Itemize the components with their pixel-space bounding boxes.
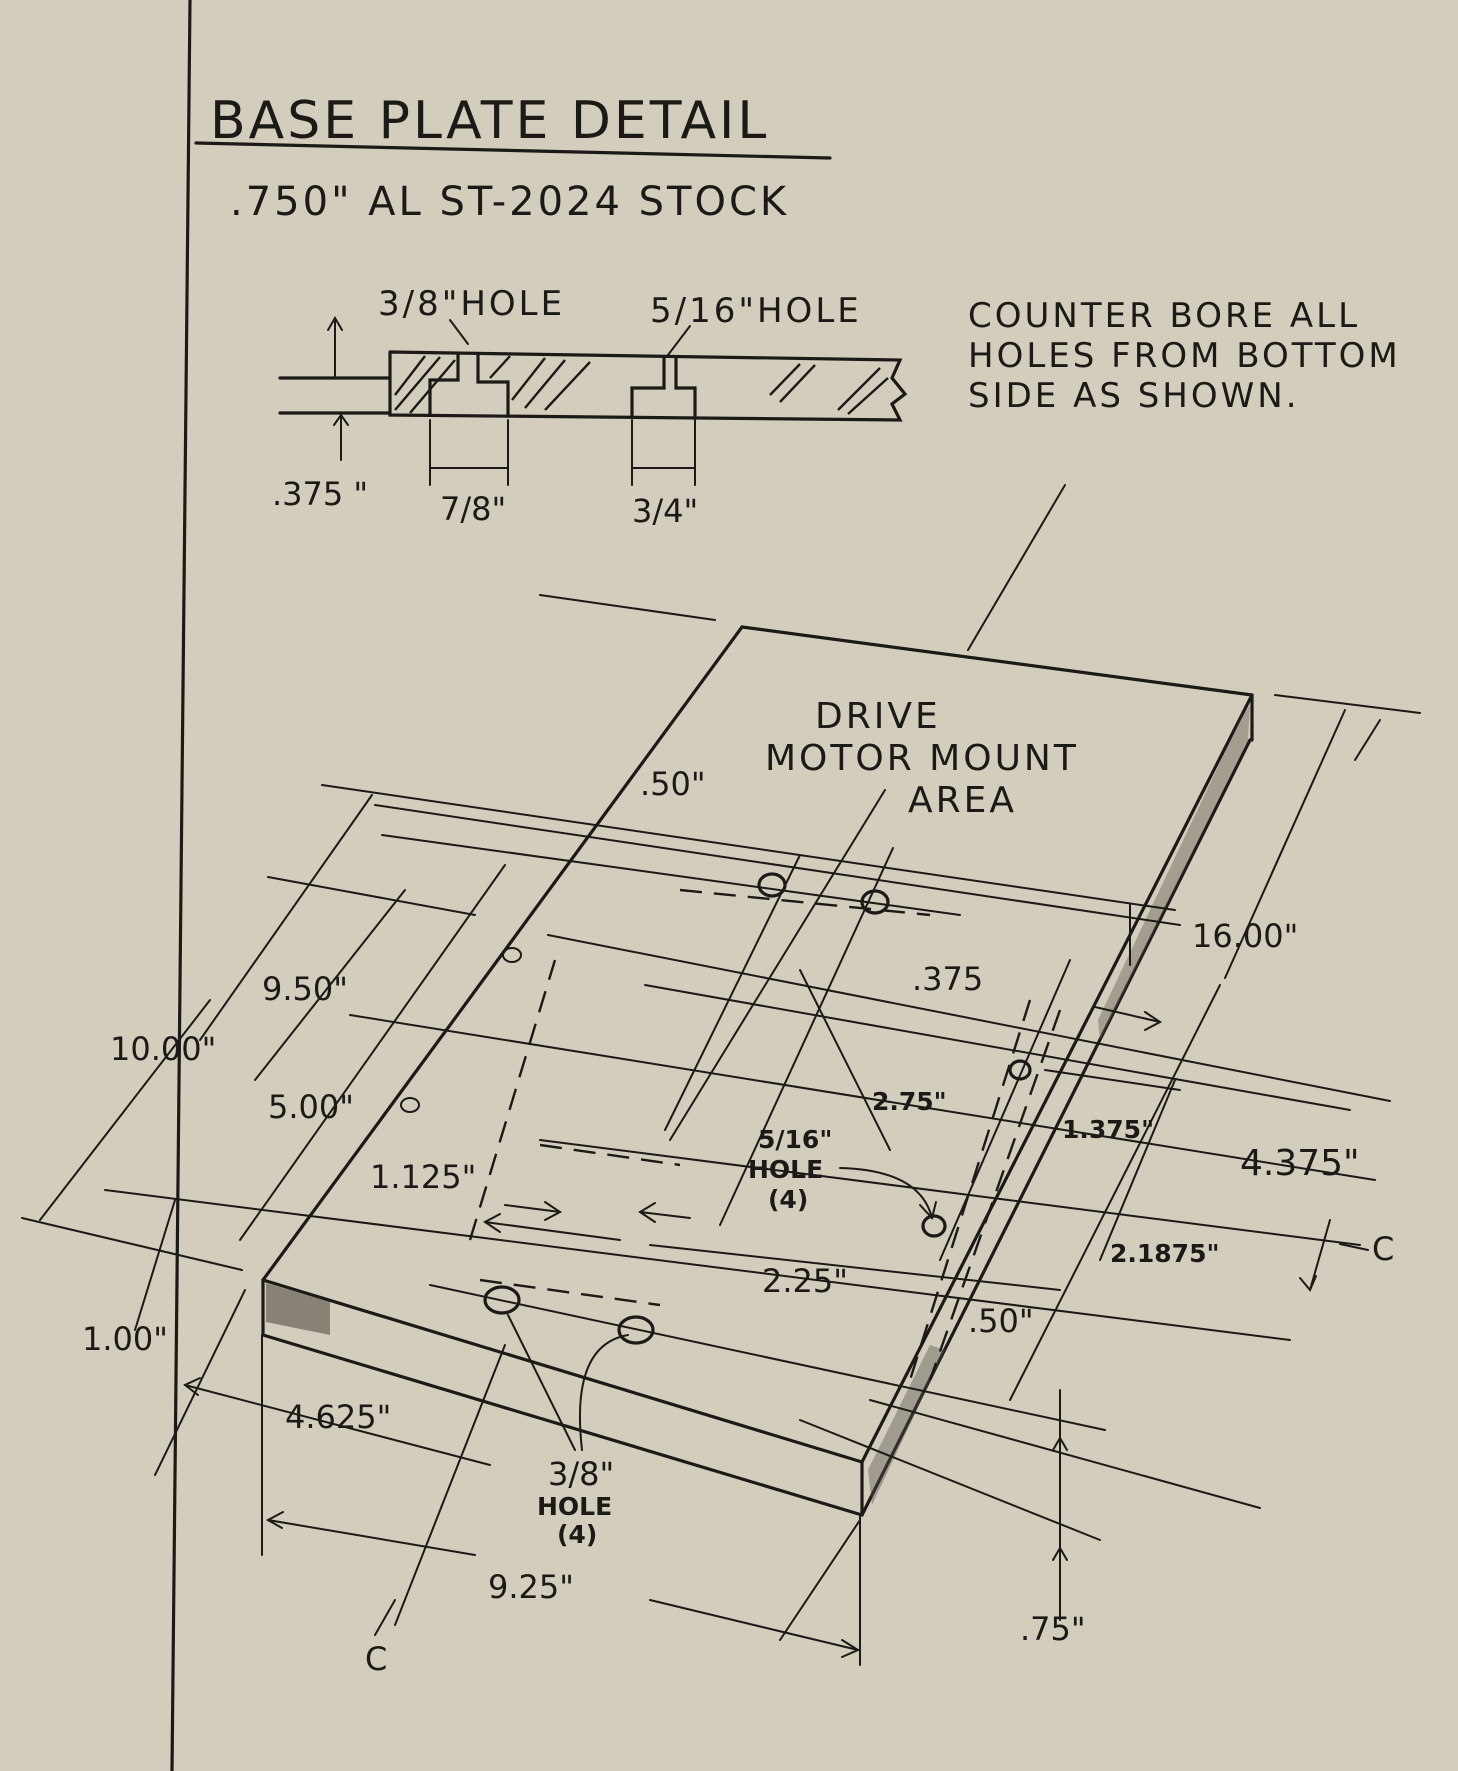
hole-516-top-left [757, 872, 787, 898]
area-label-line-2: MOTOR MOUNT [765, 738, 1079, 779]
section-bore-b-dim: 3/4" [632, 492, 698, 530]
dim-275: 2.75" [872, 1087, 947, 1116]
section-thickness-dim: .375 " [272, 475, 368, 513]
hole-516-size: 5/16" [758, 1125, 832, 1154]
drawing-title: BASE PLATE DETAIL [210, 91, 769, 151]
note-line-2: HOLES FROM BOTTOM [968, 336, 1401, 376]
hole-38-right [617, 1315, 655, 1345]
dim-1125: 1.125" [370, 1158, 476, 1196]
centerline-marker-right: C [1372, 1230, 1394, 1268]
centerline-marker-bottom: C [365, 1640, 387, 1678]
area-label-line-3: AREA [908, 780, 1017, 821]
material-spec: .750" AL ST-2024 STOCK [230, 179, 789, 225]
dim-4625: 4.625" [285, 1398, 391, 1436]
sheet-border-line [170, 0, 192, 1771]
dim-375: .375 [912, 960, 983, 998]
front-edge-shading [266, 1283, 330, 1335]
section-bore-a-dim: 7/8" [440, 490, 506, 528]
section-hole-a-label: 3/8"HOLE [378, 284, 565, 324]
dim-100: 1.00" [82, 1320, 168, 1358]
dim-1375: 1.375" [1062, 1115, 1154, 1144]
section-view: .375 " 7/8" 3/4" 3/8"HOLE 5/16"HOLE [272, 284, 908, 530]
hole-38-count: (4) [557, 1520, 597, 1549]
hole-516-word: HOLE [748, 1155, 823, 1184]
note-line-3: SIDE AS SHOWN. [968, 376, 1300, 416]
note-line-1: COUNTER BORE ALL [968, 296, 1360, 336]
base-plate-isometric [21, 594, 1421, 1666]
section-hatching [394, 355, 889, 415]
dim-50-bottom: .50" [968, 1302, 1034, 1340]
area-label-line-1: DRIVE [815, 696, 941, 737]
section-hole-b-label: 5/16"HOLE [650, 291, 862, 331]
dim-500: 5.00" [268, 1088, 354, 1126]
hole-38-left [483, 1285, 521, 1315]
right-edge-shading [1098, 705, 1250, 1040]
dim-4375: 4.375" [1240, 1143, 1360, 1184]
dim-16: 16.00" [1192, 917, 1298, 955]
dim-21875: 2.1875" [1110, 1239, 1220, 1268]
title-underline [194, 141, 832, 160]
dim-950: 9.50" [262, 970, 348, 1008]
hole-38-word: HOLE [537, 1492, 612, 1521]
dim-50-top: .50" [640, 765, 706, 803]
hole-38-size: 3/8" [548, 1455, 614, 1493]
dim-925: 9.25" [488, 1568, 574, 1606]
hole-516-top-right [860, 889, 890, 915]
dim-75: .75" [1020, 1610, 1086, 1648]
hole-516-count: (4) [768, 1185, 808, 1214]
dim-1000: 10.00" [110, 1030, 216, 1068]
note-leader [967, 484, 1066, 651]
hole-516-right [1008, 1059, 1032, 1081]
dim-225: 2.25" [762, 1262, 848, 1300]
hole-516-bottom-right [921, 1214, 947, 1238]
